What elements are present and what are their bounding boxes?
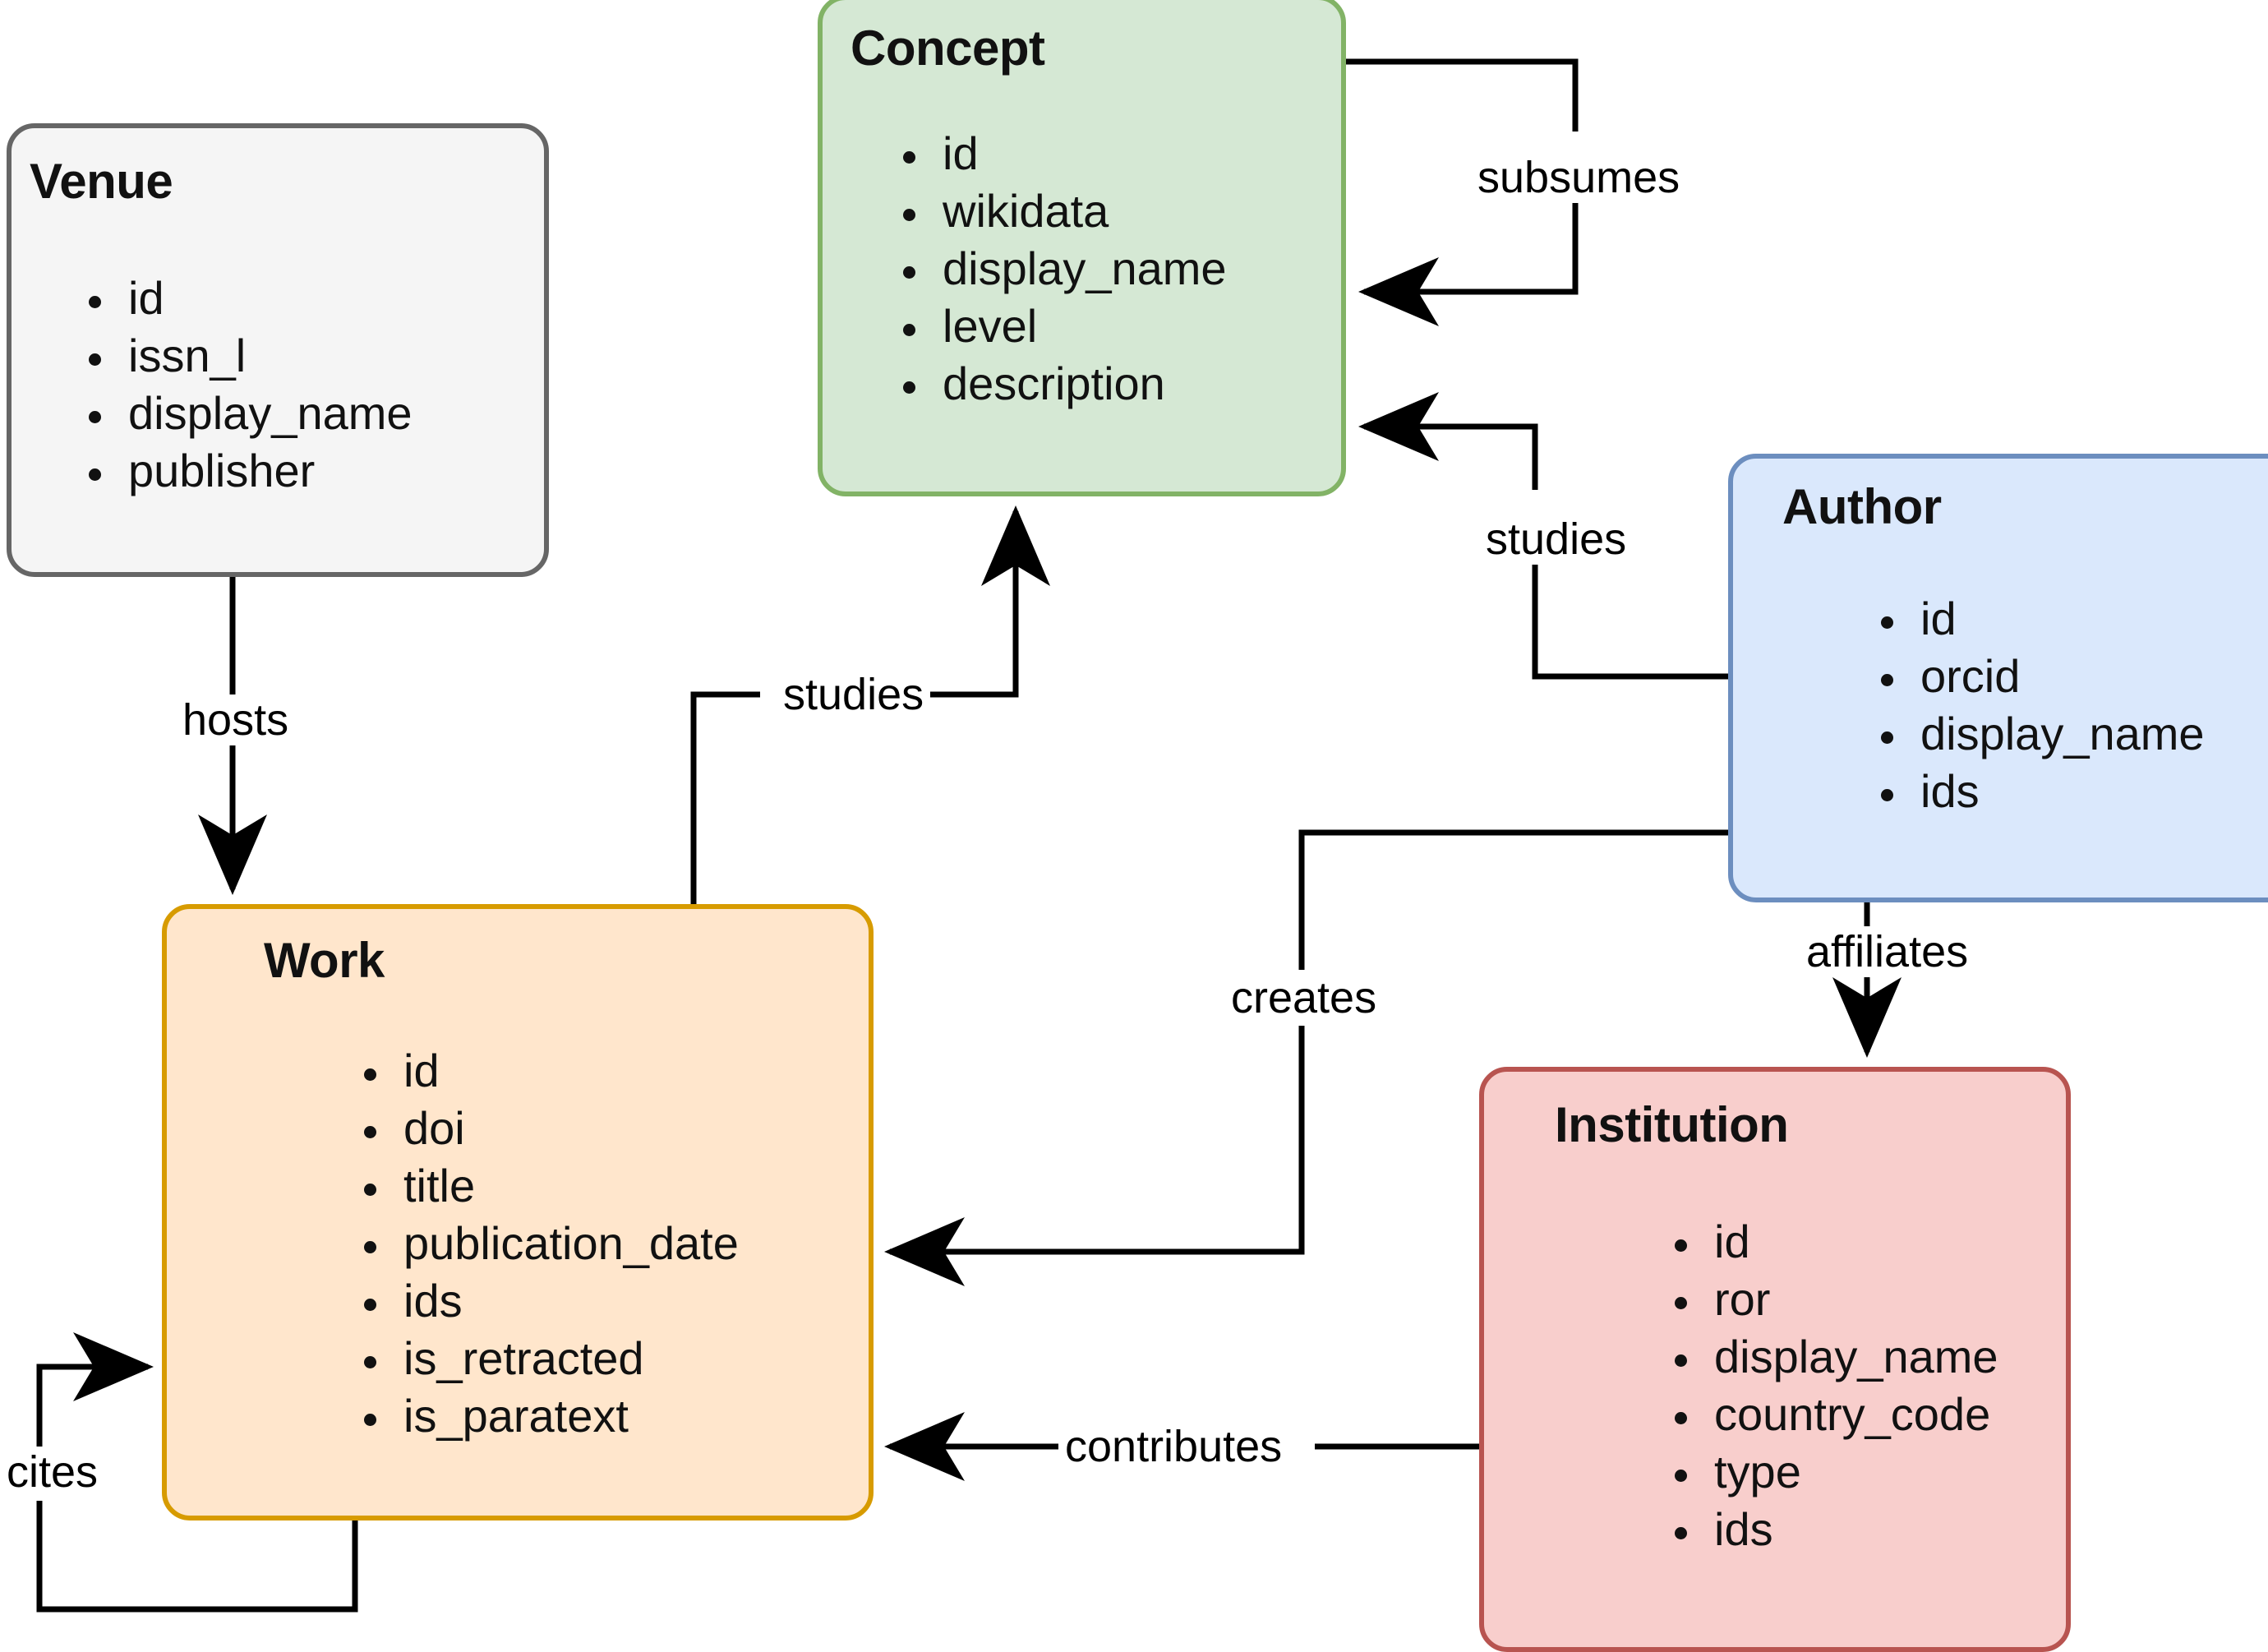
attribute-item: id	[81, 270, 413, 327]
attribute-item: orcid	[1873, 648, 2205, 705]
entity-institution-attributes: id ror display_name country_code type id…	[1666, 1213, 1998, 1558]
edge-cites-work-work	[36, 1332, 358, 1613]
entity-venue-title: Venue	[30, 154, 173, 209]
edge-label-studies-author: studies	[1479, 514, 1634, 565]
attribute-item: is_retracted	[356, 1330, 739, 1387]
attribute-item: ror	[1666, 1271, 1998, 1328]
entity-work-attributes: id doi title publication_date ids is_ret…	[356, 1042, 739, 1445]
attribute-item: wikidata	[895, 182, 1227, 240]
edge-label-subsumes: subsumes	[1471, 152, 1687, 203]
attribute-item: id	[356, 1042, 739, 1100]
attribute-item: issn_l	[81, 327, 413, 385]
attribute-item: ids	[1873, 763, 2205, 820]
attribute-item: display_name	[1873, 705, 2205, 763]
attribute-item: id	[895, 125, 1227, 182]
attribute-item: id	[1666, 1213, 1998, 1271]
attribute-item: description	[895, 355, 1227, 413]
attribute-item: publication_date	[356, 1215, 739, 1272]
attribute-item: level	[895, 298, 1227, 355]
attribute-item: is_paratext	[356, 1387, 739, 1445]
entity-concept-title: Concept	[850, 21, 1045, 76]
attribute-item: type	[1666, 1443, 1998, 1501]
entity-work-title: Work	[264, 933, 385, 988]
attribute-item: publisher	[81, 442, 413, 500]
entity-author[interactable]: Author id orcid display_name ids	[1728, 454, 2268, 902]
edge-label-studies-work: studies	[777, 669, 931, 720]
attribute-item: display_name	[1666, 1328, 1998, 1386]
edge-label-affiliates: affiliates	[1800, 926, 1975, 977]
entity-author-title: Author	[1782, 479, 1942, 534]
attribute-item: display_name	[895, 240, 1227, 298]
entity-work[interactable]: Work id doi title publication_date ids i…	[162, 904, 874, 1520]
edge-label-cites: cites	[0, 1447, 105, 1497]
attribute-item: country_code	[1666, 1386, 1998, 1443]
edge-subsumes	[1346, 58, 1579, 326]
entity-venue-attributes: id issn_l display_name publisher	[81, 270, 413, 500]
entity-concept[interactable]: Concept id wikidata display_name level d…	[818, 0, 1346, 496]
edge-studies-author-concept	[1358, 392, 1728, 680]
edge-studies-work-concept	[690, 505, 1050, 904]
edge-label-contributes: contributes	[1058, 1421, 1289, 1472]
edge-label-creates: creates	[1224, 972, 1384, 1023]
attribute-item: ids	[1666, 1501, 1998, 1558]
entity-institution-title: Institution	[1555, 1097, 1789, 1152]
entity-concept-attributes: id wikidata display_name level descripti…	[895, 125, 1227, 413]
attribute-item: doi	[356, 1100, 739, 1157]
attribute-item: id	[1873, 590, 2205, 648]
entity-institution[interactable]: Institution id ror display_name country_…	[1479, 1067, 2071, 1652]
attribute-item: title	[356, 1157, 739, 1215]
edge-creates-author-work	[884, 829, 1728, 1286]
entity-venue[interactable]: Venue id issn_l display_name publisher	[7, 123, 549, 577]
attribute-item: display_name	[81, 385, 413, 442]
entity-author-attributes: id orcid display_name ids	[1873, 590, 2205, 820]
edge-label-hosts: hosts	[176, 694, 296, 745]
attribute-item: ids	[356, 1272, 739, 1330]
